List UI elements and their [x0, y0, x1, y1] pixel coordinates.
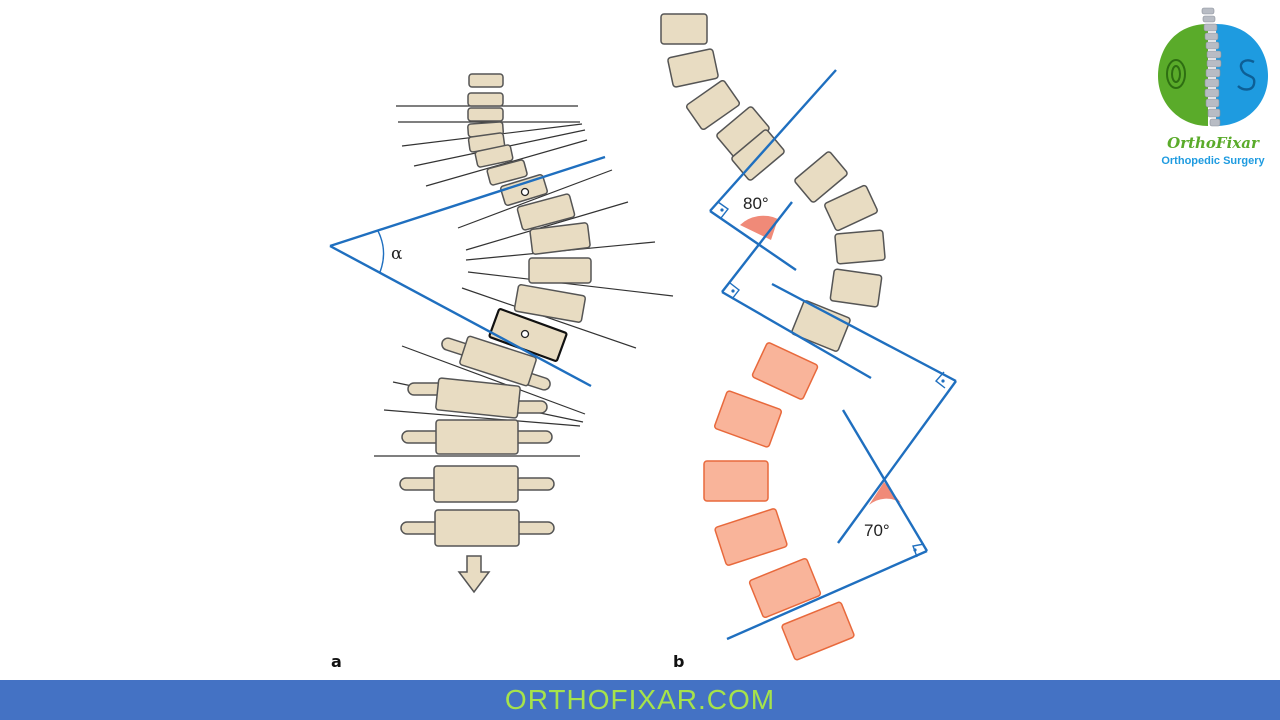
logo-s-mark [1237, 59, 1256, 91]
panel-b-lower-vertebrae [703, 342, 855, 661]
footer-site-link[interactable]: ORTHOFIXAR.COM [504, 684, 776, 715]
logo-green-leaf [1158, 24, 1208, 126]
logo-o-mark [1166, 59, 1186, 89]
scoliosis-cobb-angle-diagram: α a [329, 13, 957, 671]
angle-80-label: 80° [743, 194, 769, 213]
panel-b-cobb-lines [709, 69, 957, 641]
footer-bar: ORTHOFIXAR.COM [0, 680, 1280, 720]
panel-b-right-angle-dots [720, 208, 945, 552]
panel-b-upper-vertebrae [660, 13, 886, 352]
panel-b-label: b [673, 652, 684, 671]
panel-a-label: a [331, 652, 342, 671]
panel-a-vertebrae [467, 73, 592, 362]
panel-b-right-angle-marks [717, 201, 946, 558]
panel-a-down-arrow [457, 555, 491, 594]
angle-70-wedge [869, 482, 901, 505]
panel-a-cobb-lines [329, 155, 606, 388]
logo-subtitle: Orthopedic Surgery [1161, 155, 1265, 167]
orthofixar-logo [1158, 7, 1268, 127]
panel-b-spine: 80° 70° b [660, 13, 957, 671]
alpha-angle-label: α [391, 244, 403, 264]
angle-70-label: 70° [864, 521, 890, 540]
logo-spine-icon [1201, 7, 1222, 127]
panel-a-spine: α a [329, 73, 674, 671]
panel-a-lumbar-vertebrae [399, 335, 555, 547]
logo-name: OrthoFixar [1167, 134, 1259, 152]
logo-blue-leaf [1216, 24, 1268, 126]
